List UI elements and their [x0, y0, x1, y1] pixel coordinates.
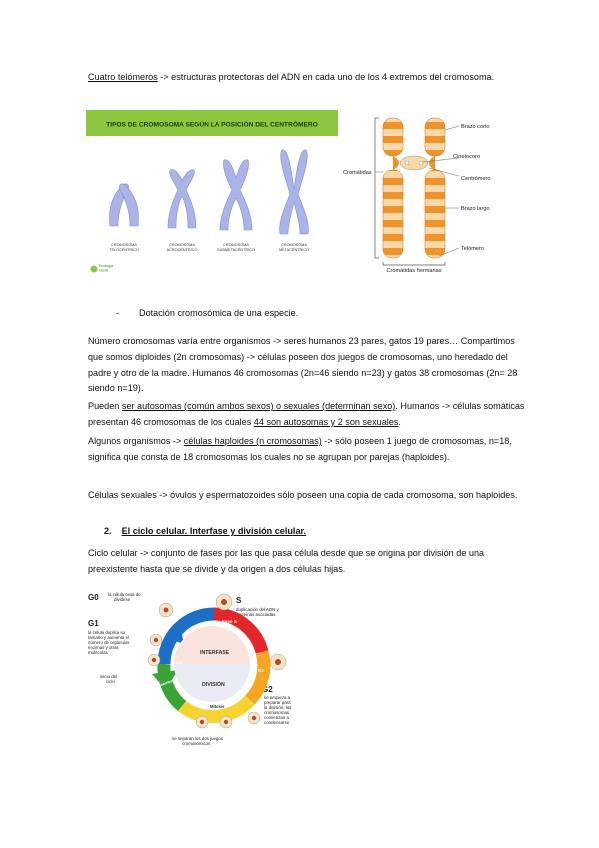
g0-line-1: la célula cesa de	[108, 592, 141, 597]
paragraph-celulas-sexuales: Células sexuales -> óvulos y espermatozo…	[88, 490, 518, 500]
g1-line-2: tamaño y aumenta el	[88, 635, 129, 640]
telomeros-term: Cuatro telómeros	[88, 72, 158, 82]
chromosome-types-banner	[86, 110, 338, 136]
g2-line-4: cromosomas	[264, 710, 290, 715]
autosomas-underline-1: ser autosomas (común ambos sexos) o sexu…	[121, 401, 396, 411]
acrocentric-chromosome	[167, 169, 197, 229]
interfase-label: INTERFASE	[200, 650, 230, 656]
g2-line-3: la división, los	[264, 705, 292, 710]
type-label-3a: CROMOSOMA	[223, 243, 249, 247]
centromere	[393, 155, 435, 171]
inicio-line-1: inicio del	[100, 674, 117, 679]
s-title: S	[236, 596, 242, 605]
telomeros-paragraph: Cuatro telómeros -> estructuras protecto…	[88, 70, 528, 86]
bullet-text: Dotación cromosómica de una especie.	[139, 308, 299, 318]
autosomas-text-c: .	[398, 416, 401, 427]
telocentric-chromosome	[109, 183, 139, 227]
autosomas-text-b: . Humanos -> células somáticas presentan…	[88, 401, 525, 427]
chromosome-types-figure: TIPOS DE CROMOSOMA SEGÚN LA POSICIÓN DEL…	[86, 110, 338, 278]
interfase-sector	[212, 626, 250, 664]
paragraph-ciclo-celular: Ciclo celular -> conjunto de fases por l…	[88, 548, 485, 574]
mitosis-label: Mitosis	[210, 704, 225, 709]
g1-line-3: número de orgánulos	[88, 640, 130, 645]
type-label-3b: SUBMETACÉNTRICO	[217, 247, 255, 252]
left-chromatid	[382, 117, 404, 259]
g1-title: G1	[88, 619, 99, 628]
heading-text: El ciclo celular. Interfase y división c…	[121, 526, 307, 536]
cycle-arrow-green	[152, 670, 178, 690]
g1-line-1: la célula duplica su	[88, 630, 126, 635]
g2-line-2: preparar para	[264, 700, 291, 705]
fase-s-label: Fase S	[222, 619, 237, 624]
cell-cycle-figure: G0 la célula cesa de dividirse G1 la cél…	[88, 592, 292, 746]
cell-start	[147, 653, 161, 667]
g2-line-5: comienzan a	[264, 715, 289, 720]
s-line-1: duplicación del ADN y	[236, 607, 280, 612]
cell-division-2	[219, 715, 233, 729]
paragraph-autosomas: Pueden ser autosomas (común ambos sexos)…	[88, 399, 528, 431]
division-sector	[174, 664, 250, 702]
section-heading: 2. El ciclo celular. Interfase y división…	[104, 524, 544, 540]
label-cromatidas: Cromátidas	[343, 170, 372, 176]
g2-title: G2	[262, 685, 273, 694]
g2-line-6: condensarse	[264, 720, 290, 725]
cell-g0	[158, 602, 174, 618]
cell-division-1	[247, 711, 261, 725]
haploides-text-b: -> sólo poseen 1 juego de cromosomas, n=…	[88, 436, 512, 462]
haploides-underline: células haploides (n cromosomas)	[183, 436, 322, 446]
label-telomero: Telómero	[461, 246, 484, 252]
haploides-text-a: Algunos organismos ->	[88, 436, 184, 446]
cell-g2	[269, 653, 287, 671]
g0-title: G0	[88, 593, 99, 602]
label-centromero: Centrómero	[461, 176, 491, 182]
paragraph-haploides: Algunos organismos -> células haploides …	[88, 434, 528, 466]
heading-number: 2.	[104, 526, 112, 536]
paragraph-numero-cromosomas: Número cromosomas varía entre organismos…	[88, 336, 518, 394]
separan-line-1: se separan los dos juegos	[172, 736, 224, 741]
inicio-line-2: ciclo	[106, 679, 115, 684]
type-label-1b: TELOCÉNTRICO	[109, 247, 139, 252]
label-brazo-largo: Brazo largo	[461, 206, 490, 212]
right-chromatid	[424, 117, 446, 259]
bullet-dash: -	[116, 308, 120, 318]
cell-g1	[149, 633, 163, 647]
type-label-2a: CROMOSOMA	[169, 243, 195, 247]
g2-arc-label: G2	[258, 668, 265, 673]
logo-line-1: Ecología	[99, 264, 113, 268]
autosomas-text-a: Pueden	[88, 401, 122, 411]
g1-arc-label: G1	[176, 660, 183, 665]
g0-line-2: dividirse	[114, 597, 131, 602]
cell-division-3	[195, 715, 209, 729]
type-label-4b: METACÉNTRICO	[279, 247, 309, 252]
g2-line-1: se empieza a	[264, 695, 291, 700]
bullet-item: - Dotación cromosómica de una especie.	[116, 306, 556, 322]
label-cromatidas-hermanas: Cromátidas hermanas	[386, 268, 441, 274]
s-line-2: proteínas asociadas	[236, 612, 276, 617]
cycle-cells	[147, 593, 287, 729]
type-label-1a: CROMOSOMA	[111, 243, 137, 247]
telomeros-definition: -> estructuras protectoras del ADN en ca…	[157, 72, 495, 82]
label-cinetocoro: Cinetocoro	[453, 154, 480, 160]
separan-line-2: cromosómicos	[182, 741, 211, 746]
submetacentric-chromosome	[219, 159, 253, 231]
chromosome-types-title: TIPOS DE CROMOSOMA SEGÚN LA POSICIÓN DEL…	[106, 120, 318, 129]
logo-line-2: Verde	[99, 269, 108, 273]
g1-line-4: enzimas y otras	[88, 645, 120, 650]
chromosome-anatomy-figure: Brazo corto Cinetocoro Cromátidas Centró…	[343, 117, 491, 274]
type-label-2b: ACROCÉNTRICO	[167, 247, 198, 252]
metacentric-chromosome	[279, 149, 309, 235]
cycle-arrow-blue	[166, 626, 184, 644]
autosomas-underline-2: 44 son autosomas y 2 son sexuales	[253, 416, 399, 427]
cell-s	[215, 593, 233, 611]
g1-line-5: moléculas	[88, 650, 109, 655]
label-brazo-corto: Brazo corto	[461, 124, 490, 130]
division-label: DIVISIÓN	[202, 680, 225, 688]
cell-cycle-ring	[157, 607, 271, 724]
ecologia-verde-logo: Ecología Verde	[90, 264, 113, 273]
type-label-4a: CROMOSOMA	[281, 243, 307, 247]
